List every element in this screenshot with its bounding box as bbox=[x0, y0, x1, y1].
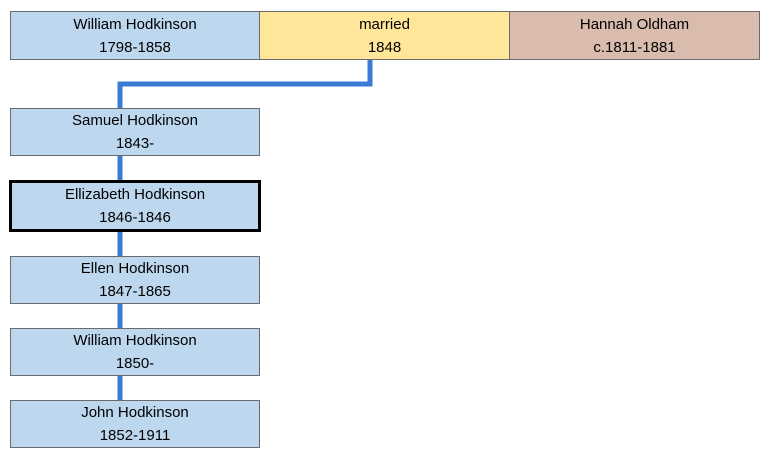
person-dates: c.1811-1881 bbox=[593, 38, 676, 56]
marriage-connector bbox=[117, 60, 373, 108]
person-dates: 1846-1846 bbox=[99, 209, 171, 226]
marriage-year: 1848 bbox=[367, 38, 402, 56]
child-box-selected[interactable]: Ellizabeth Hodkinson 1846-1846 bbox=[9, 180, 261, 232]
person-name: Ellizabeth Hodkinson bbox=[64, 186, 206, 203]
person-name: Ellen Hodkinson bbox=[80, 260, 190, 277]
person-dates: 1852-1911 bbox=[99, 427, 171, 444]
person-dates: 1798-1858 bbox=[99, 38, 171, 56]
child-box[interactable]: Samuel Hodkinson 1843- bbox=[10, 108, 260, 156]
person-name: Samuel Hodkinson bbox=[72, 112, 198, 129]
marriage-box[interactable]: married 1848 bbox=[259, 11, 510, 60]
father-box[interactable]: William Hodkinson 1798-1858 bbox=[10, 11, 260, 60]
person-name: Hannah Oldham bbox=[579, 15, 690, 33]
child-box[interactable]: Ellen Hodkinson 1847-1865 bbox=[10, 256, 260, 304]
child-box[interactable]: William Hodkinson 1850- bbox=[10, 328, 260, 376]
person-name: John Hodkinson bbox=[81, 404, 189, 421]
person-dates: 1847-1865 bbox=[99, 283, 171, 300]
mother-box[interactable]: Hannah Oldham c.1811-1881 bbox=[509, 11, 760, 60]
person-name: William Hodkinson bbox=[73, 332, 197, 349]
marriage-label: married bbox=[359, 15, 410, 33]
person-name: William Hodkinson bbox=[73, 15, 197, 33]
person-dates: 1850- bbox=[115, 355, 155, 372]
person-dates: 1843- bbox=[115, 135, 155, 152]
child-box[interactable]: John Hodkinson 1852-1911 bbox=[10, 400, 260, 448]
